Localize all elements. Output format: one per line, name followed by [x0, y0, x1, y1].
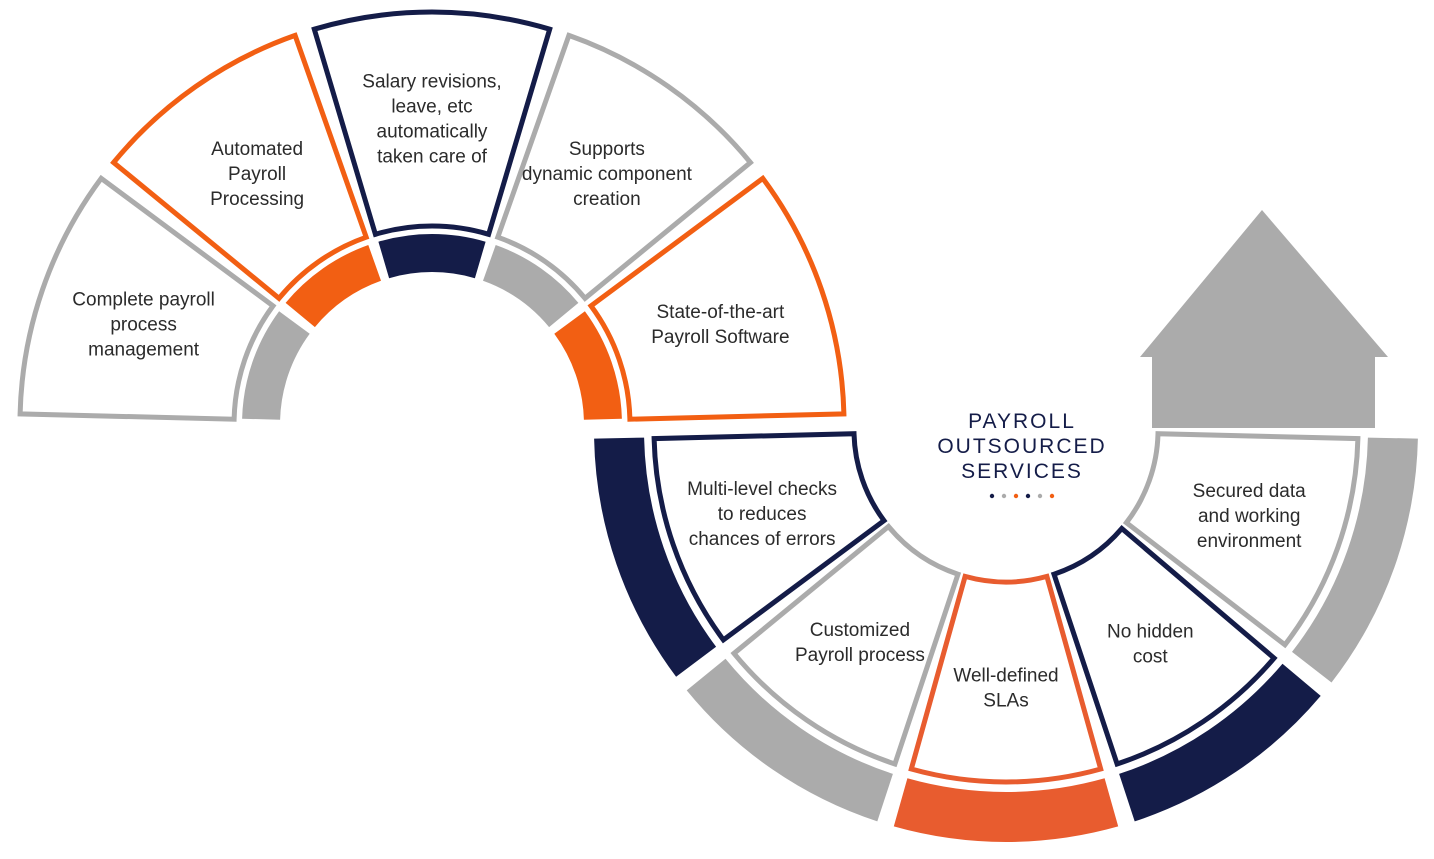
segment-inner-band: [378, 233, 486, 279]
segment-label-line: taken care of: [377, 147, 488, 168]
segment-multi-level-checks: Multi-level checks to reduces chances of e…: [594, 431, 888, 677]
segment-box: [1050, 524, 1278, 768]
segment-inner-band: [242, 311, 310, 420]
segment-label-line: creation: [573, 189, 641, 210]
segment-outer-band: [594, 437, 717, 677]
segment-box: [908, 573, 1104, 785]
center-dot: [1001, 493, 1007, 499]
segment-inner-band: [483, 245, 579, 328]
segment-label-line: State-of-the-art: [657, 302, 785, 323]
segment-outer-band: [1292, 437, 1418, 683]
segment-label-line: Payroll: [228, 164, 286, 185]
center-title-line: PAYROLL: [968, 410, 1076, 433]
center-dot: [1025, 493, 1031, 499]
segment-box: [17, 174, 277, 422]
segment-label-line: Payroll Software: [651, 327, 789, 348]
center-dots: [989, 493, 1055, 499]
segment-label-line: Payroll process: [795, 645, 925, 666]
segment-label-line: to reduces: [718, 504, 807, 525]
segment-label-line: Complete payroll: [72, 290, 215, 311]
segment-box: [1122, 431, 1361, 649]
segment-label-line: and working: [1198, 506, 1300, 527]
upper-arc: Complete payroll process management Automat…: [17, 9, 847, 422]
segment-inner-band: [285, 245, 381, 328]
segment-label-line: dynamic component: [522, 164, 693, 185]
segment-label-line: cost: [1133, 646, 1169, 667]
center-dot: [1013, 493, 1019, 499]
segment-box: [494, 32, 754, 302]
center-title-line: OUTSOURCED: [937, 435, 1106, 458]
segment-label-line: No hidden: [1107, 621, 1194, 642]
segment-label-line: chances of errors: [689, 529, 836, 550]
center-dot: [1037, 493, 1043, 499]
segment-inner-band: [554, 311, 622, 420]
segment-label-line: Supports: [569, 139, 645, 160]
segment-outer-band: [686, 658, 893, 822]
segment-outer-band: [893, 778, 1119, 842]
segment-box: [587, 174, 847, 422]
segment-salary-revisions: Salary revisions, leave, etc automatically…: [311, 9, 553, 279]
segment-box: [110, 32, 370, 302]
segment-label-line: management: [88, 340, 200, 361]
segment-label-line: Multi-level checks: [687, 479, 837, 500]
segment-outer-band: [1119, 663, 1321, 822]
segment-label-line: leave, etc: [391, 97, 472, 118]
segment-no-hidden-cost: No hidden cost: [1050, 524, 1321, 822]
segment-box: [651, 431, 888, 644]
segment-box: [311, 9, 553, 238]
segment-box: [730, 522, 962, 768]
segment-label-line: Automated: [211, 139, 303, 160]
center-title: PAYROLL OUTSOURCED SERVICES: [937, 410, 1106, 483]
segment-label-line: environment: [1197, 531, 1302, 552]
segment-dynamic-component: Supports dynamic component creation: [483, 32, 754, 328]
segment-label-line: Processing: [210, 189, 304, 210]
segment-label-line: automatically: [377, 122, 488, 143]
center-dot: [1049, 493, 1055, 499]
segment-label-line: process: [110, 315, 177, 336]
segment-label-line: Salary revisions,: [362, 72, 501, 93]
segment-label-line: Customized: [810, 620, 910, 641]
lower-arc: Multi-level checks to reduces chances of e…: [594, 431, 1418, 842]
segment-secured-data: Secured data and working environment: [1122, 431, 1418, 683]
segment-label-line: Well-defined: [953, 666, 1058, 687]
center-dot: [989, 493, 995, 499]
segment-label-line: SLAs: [983, 691, 1028, 712]
up-arrow-icon: [1140, 210, 1388, 428]
segment-label-line: Secured data: [1193, 481, 1306, 502]
segment-complete-payroll: Complete payroll process management: [17, 174, 310, 422]
center-title-line: SERVICES: [961, 460, 1083, 483]
